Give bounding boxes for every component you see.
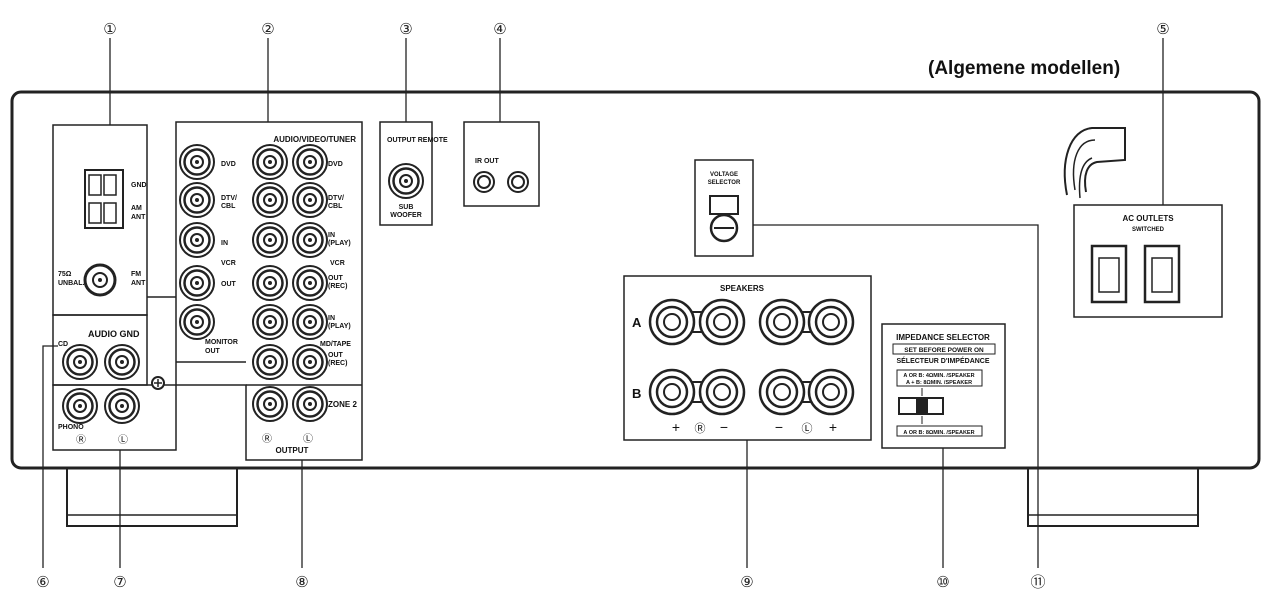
callout-8: ⑧: [295, 573, 308, 591]
av-right-label-2: IN(PLAY): [328, 232, 351, 247]
callout-9: ⑨: [740, 573, 753, 591]
av-right-label-7: OUT(REC): [328, 352, 347, 367]
speaker-plus-r: +: [672, 419, 680, 435]
speaker-minus-l: −: [775, 419, 783, 435]
ac-outlets-section: AC OUTLETS SWITCHED: [1073, 204, 1223, 318]
phono-r-label: Ⓡ: [76, 434, 86, 446]
impedance-opt2: A + B: 8ΩMIN. /SPEAKER: [906, 380, 972, 386]
av-left-label-2: IN: [221, 240, 228, 247]
callout-6: ⑥: [36, 573, 49, 591]
av-right-jack-3: [291, 264, 329, 302]
ir-label: IR OUT: [475, 158, 499, 165]
output-remote-label: OUTPUT REMOTE: [387, 137, 448, 144]
cd-label: CD: [58, 341, 68, 348]
speaker-l-label: Ⓛ: [802, 422, 813, 435]
speaker-r-label: Ⓡ: [695, 422, 706, 435]
speaker-plus-l: +: [829, 419, 837, 435]
av-right-jack-0: [291, 143, 329, 181]
ac-cord-icon: [1063, 127, 1126, 199]
audio-gnd-label: AUDIO GND: [88, 329, 140, 339]
av-title: AUDIO/VIDEO/TUNER: [273, 135, 356, 144]
impedance-french: SÉLECTEUR D'IMPÉDANCE: [896, 356, 989, 365]
callout-4: ④: [493, 20, 506, 38]
av-mid-jack-3: [251, 264, 289, 302]
impedance-selector-section: IMPEDANCE SELECTOR SET BEFORE POWER ON S…: [881, 323, 1006, 449]
audio-video-tuner-section: AUDIO/VIDEO/TUNER DVD DTV/CBL IN VCR OUT…: [147, 121, 363, 461]
av-right-jack-2: [291, 221, 329, 259]
av-right-jack-6: [291, 385, 329, 423]
impedance-warning: SET BEFORE POWER ON: [904, 347, 984, 354]
foot-right: [1027, 467, 1199, 527]
speakers-section: SPEAKERS A B + Ⓡ − − Ⓛ +: [623, 275, 872, 441]
av-right-jack-1: [291, 181, 329, 219]
speaker-minus-r: −: [720, 419, 728, 435]
callout-11: ⑪: [1030, 573, 1045, 591]
av-left-jack-3: [178, 264, 216, 302]
av-mid-jack-2: [251, 221, 289, 259]
phono-label: PHONO: [58, 424, 84, 431]
callout-5: ⑤: [1156, 20, 1169, 38]
av-right-label-4: OUT(REC): [328, 275, 347, 290]
zone2-label: ZONE 2: [328, 400, 357, 409]
speaker-a-label: A: [632, 315, 642, 330]
av-right-label-0: DVD: [328, 161, 343, 168]
zone2-r-label: Ⓡ: [262, 433, 272, 445]
speakers-label: SPEAKERS: [720, 284, 765, 293]
callout-3: ③: [399, 20, 412, 38]
av-right-label-6: MD/TAPE: [320, 341, 351, 348]
av-left-label-1: DTV/CBL: [221, 195, 237, 210]
gnd-label: GND: [131, 182, 147, 189]
ac-outlets-label: AC OUTLETS: [1122, 214, 1174, 223]
callout-7: ⑦: [113, 573, 126, 591]
av-mid-jack-1: [251, 181, 289, 219]
callout-2: ②: [261, 20, 274, 38]
impedance-title: IMPEDANCE SELECTOR: [896, 333, 990, 342]
impedance-opt1: A OR B: 4ΩMIN. /SPEAKER: [903, 373, 974, 379]
impedance-opt3: A OR B: 8ΩMIN. /SPEAKER: [903, 430, 974, 436]
av-mid-jack-6: [251, 385, 289, 423]
av-right-label-3: VCR: [330, 260, 345, 267]
output-label: OUTPUT: [276, 446, 309, 455]
av-left-jack-0: [178, 143, 216, 181]
av-mid-jack-5: [251, 343, 289, 381]
av-left-jack-2: [178, 221, 216, 259]
av-left-label-0: DVD: [221, 161, 236, 168]
av-left-jack-4: [178, 303, 216, 341]
phono-l-label: Ⓛ: [118, 434, 128, 446]
av-right-label-1: DTV/CBL: [328, 195, 344, 210]
speaker-b-label: B: [632, 386, 641, 401]
region-title: (Algemene modellen): [928, 58, 1121, 79]
callout-1: ①: [103, 20, 116, 38]
callout-10: ⑩: [936, 573, 949, 591]
foot-left: [66, 467, 238, 527]
av-right-jack-5: [291, 343, 329, 381]
zone2-l-label: Ⓛ: [303, 433, 313, 445]
ir-section: IR OUT: [463, 121, 540, 207]
audio-gnd-section: AUDIO GND CD PHONO Ⓡ Ⓛ: [52, 314, 177, 451]
av-mid-jack-4: [251, 303, 289, 341]
av-mid-jack-0: [251, 143, 289, 181]
ac-switched-label: SWITCHED: [1132, 227, 1165, 233]
av-right-label-5: IN(PLAY): [328, 315, 351, 330]
av-left-label-4: OUT: [221, 281, 237, 288]
av-left-jack-1: [178, 181, 216, 219]
av-right-jack-4: [291, 303, 329, 341]
av-left-label-3: VCR: [221, 260, 236, 267]
